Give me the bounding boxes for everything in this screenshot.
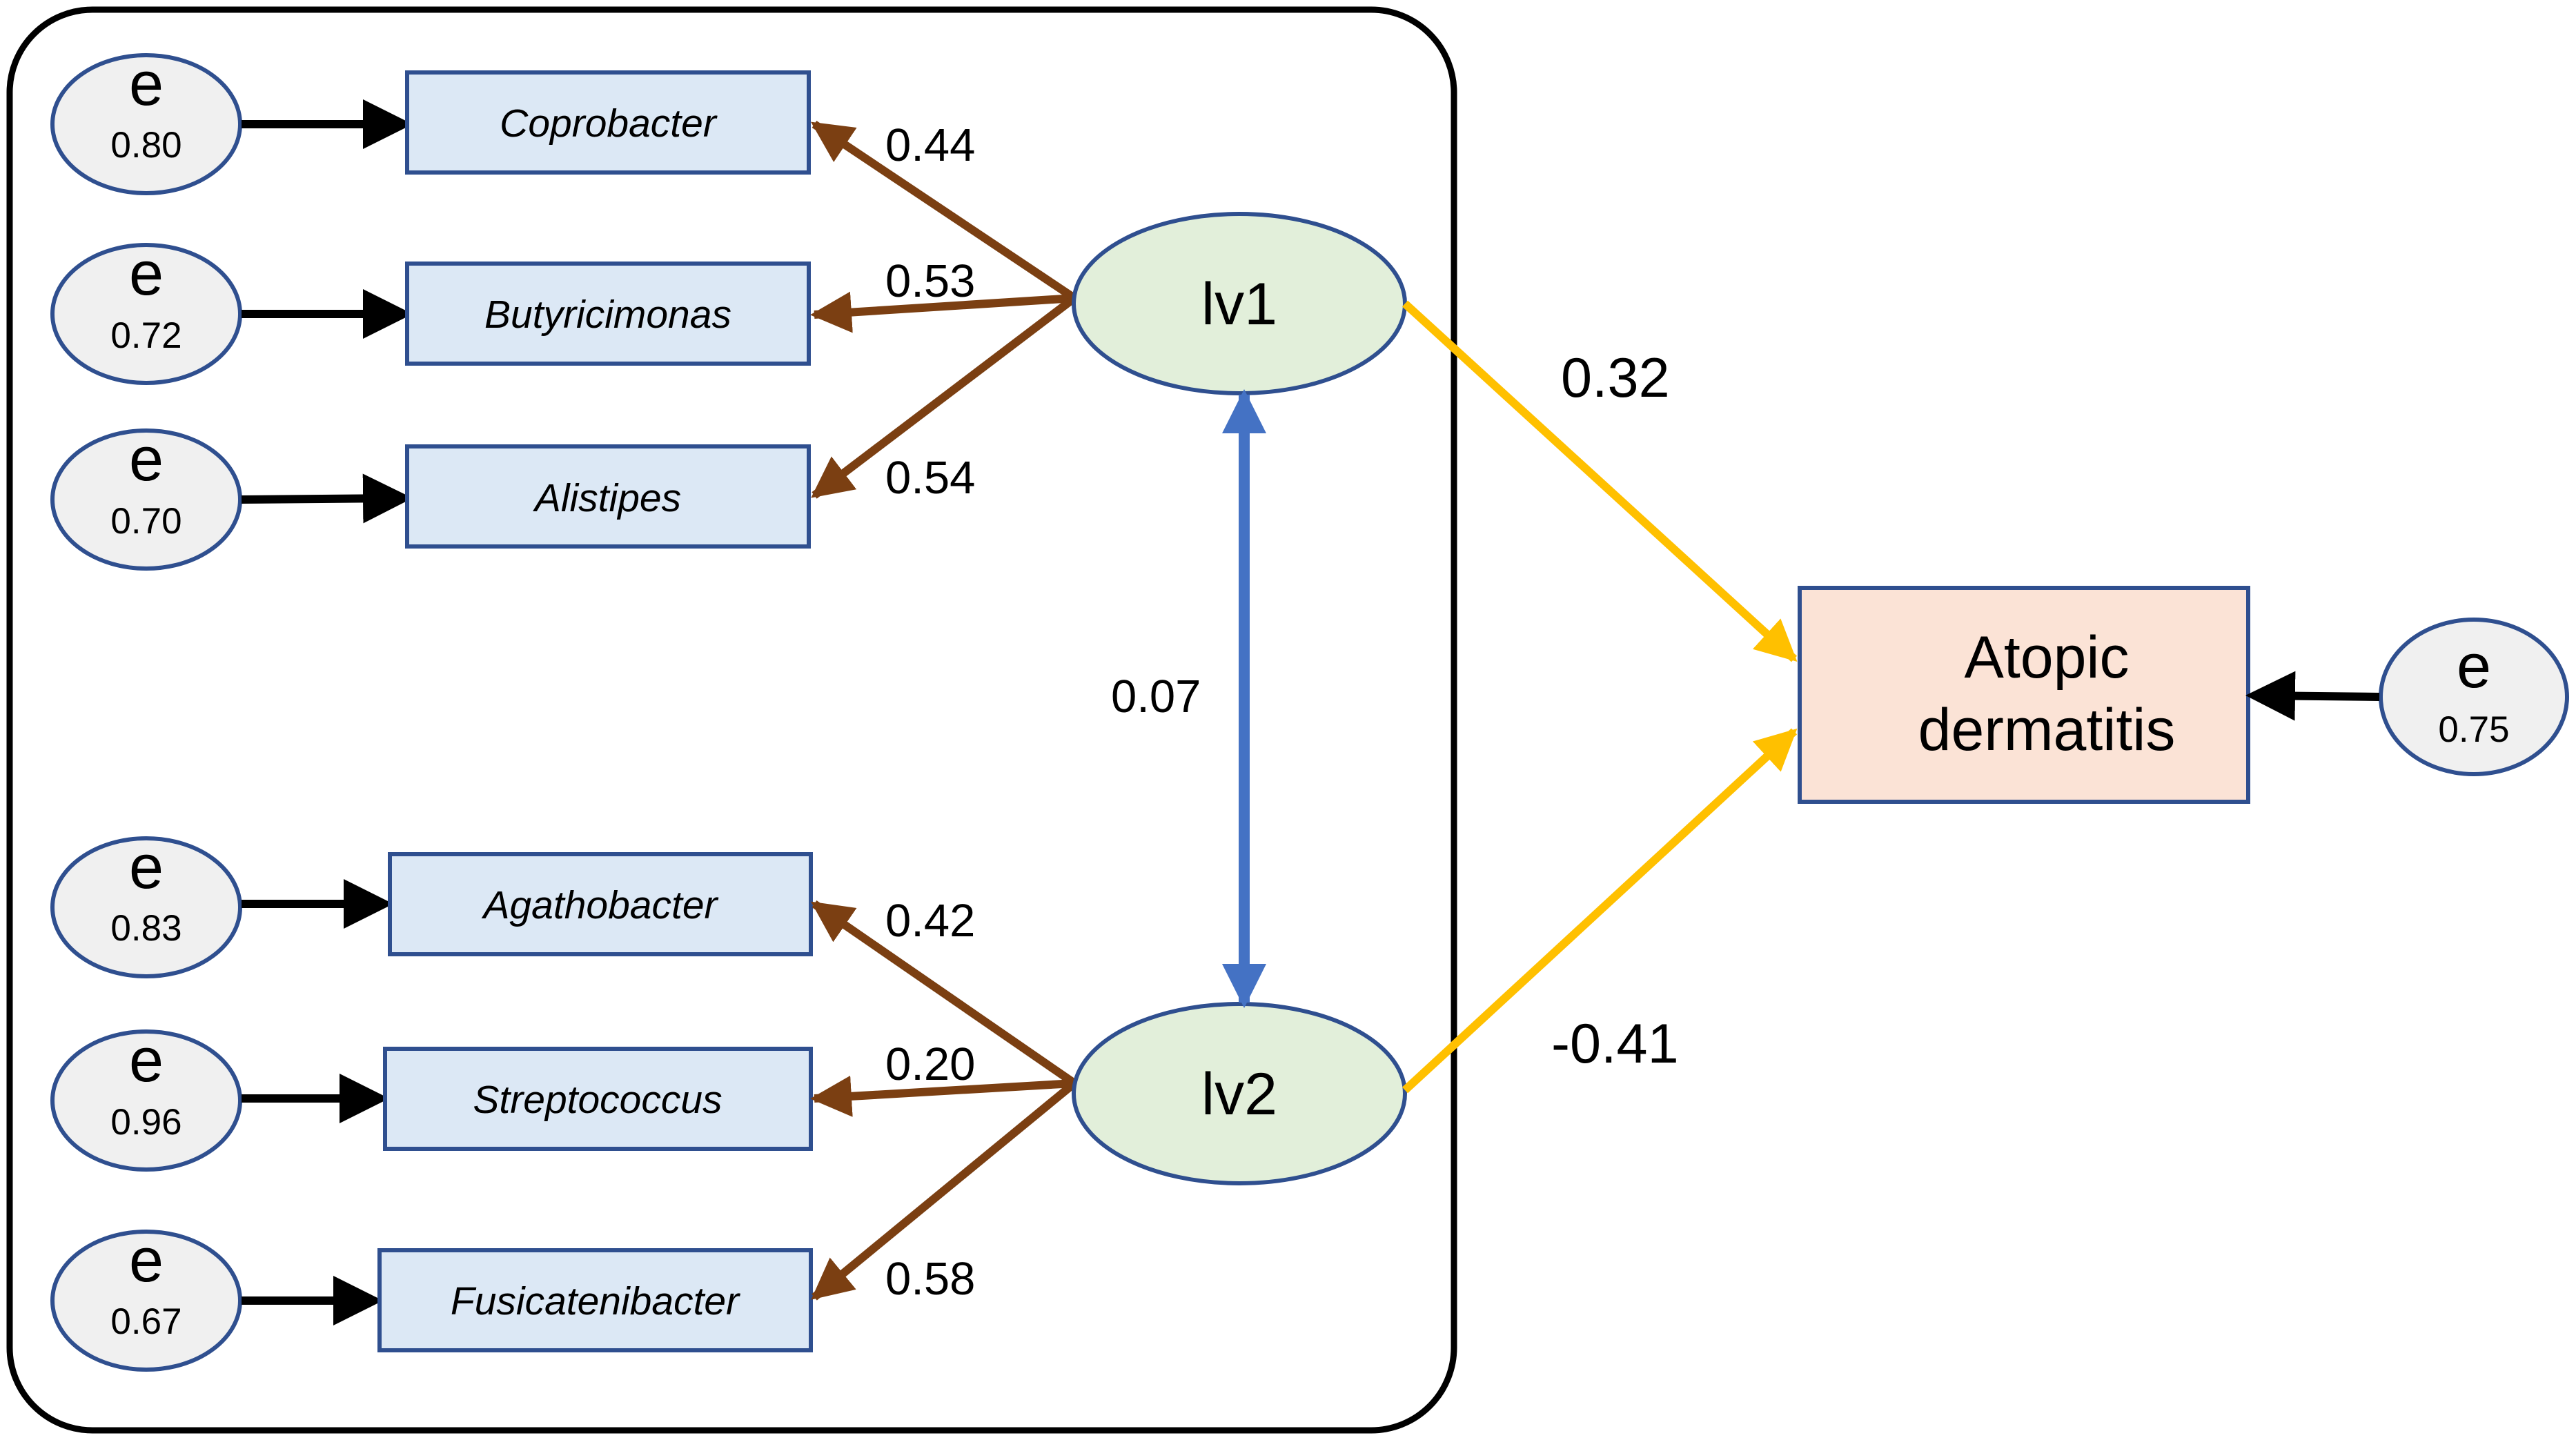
indicator-box [383, 1047, 813, 1151]
outcome-error-arrow [2245, 671, 2380, 721]
loading-value: 0.42 [885, 895, 975, 947]
outcome-error-value: 0.75 [2438, 709, 2509, 750]
indicator-label: Fusicatenibacter [451, 1279, 740, 1323]
lv1-indicator-3: e 0.70 Alistipes 0.54 [50, 295, 1077, 571]
measurement-model-frame [6, 6, 1457, 1434]
path-arrow-lv2 [1402, 728, 1798, 1094]
error-value: 0.70 [110, 501, 181, 542]
error-node [50, 428, 242, 571]
loading-arrow [810, 291, 1075, 333]
covariance-value: 0.07 [1111, 671, 1201, 722]
indicator-box [405, 444, 811, 549]
loading-value: 0.20 [885, 1038, 975, 1090]
indicator-label: Agathobacter [481, 883, 718, 927]
error-symbol: e [129, 50, 164, 119]
path-value-lv1: 0.32 [1561, 347, 1670, 409]
lv2-indicator-3: e 0.67 Fusicatenibacter 0.58 [50, 1080, 1077, 1372]
latent-label-lv2: lv2 [1201, 1061, 1277, 1127]
error-node [50, 1029, 242, 1172]
error-node [50, 243, 242, 385]
error-arrow [241, 473, 413, 524]
error-value: 0.96 [110, 1102, 181, 1143]
error-value: 0.72 [110, 315, 181, 356]
path-value-lv2: -0.41 [1551, 1013, 1679, 1075]
latent-label-lv1: lv1 [1201, 271, 1277, 337]
error-node [50, 1230, 242, 1372]
lv2-indicator-2: e 0.96 Streptococcus 0.20 [50, 1026, 1075, 1172]
error-value: 0.83 [110, 908, 181, 949]
indicator-box [405, 70, 811, 175]
loading-arrow [811, 121, 1077, 302]
loading-arrow [811, 295, 1077, 499]
loading-value: 0.53 [885, 255, 975, 307]
loading-arrow [811, 900, 1077, 1087]
lv2-indicator-1: e 0.83 Agathobacter 0.42 [50, 833, 1077, 1087]
indicator-label: Coprobacter [500, 101, 718, 146]
lv1-indicator-1: e 0.80 Coprobacter 0.44 [50, 50, 1077, 302]
outcome-error-symbol: e [2457, 632, 2491, 701]
indicator-label: Butyricimonas [484, 293, 731, 337]
loading-value: 0.54 [885, 452, 975, 504]
error-symbol: e [129, 833, 164, 902]
error-symbol: e [129, 1226, 164, 1295]
path-arrow-lv1 [1402, 300, 1798, 662]
indicator-box [388, 852, 813, 956]
error-node [50, 836, 242, 978]
loading-arrow [810, 1075, 1075, 1117]
error-symbol: e [129, 239, 164, 308]
lv1-indicator-2: e 0.72 Butyricimonas 0.53 [50, 239, 1075, 385]
loading-value: 0.58 [885, 1253, 975, 1305]
error-node [50, 53, 242, 195]
indicator-label: Streptococcus [473, 1078, 722, 1122]
outcome-label-line-2: dermatitis [1918, 697, 2176, 763]
loading-arrow [811, 1080, 1077, 1301]
outcome-box [1798, 586, 2250, 804]
error-value: 0.67 [110, 1301, 181, 1342]
indicator-label: Alistipes [533, 476, 681, 520]
indicator-box [377, 1248, 813, 1352]
indicator-box [405, 262, 811, 366]
error-symbol: e [129, 425, 164, 494]
loading-value: 0.44 [885, 119, 975, 171]
error-value: 0.80 [110, 125, 181, 166]
error-symbol: e [129, 1026, 164, 1095]
outcome-error-node [2379, 618, 2569, 776]
outcome-label-line-1: Atopic [1964, 624, 2129, 691]
